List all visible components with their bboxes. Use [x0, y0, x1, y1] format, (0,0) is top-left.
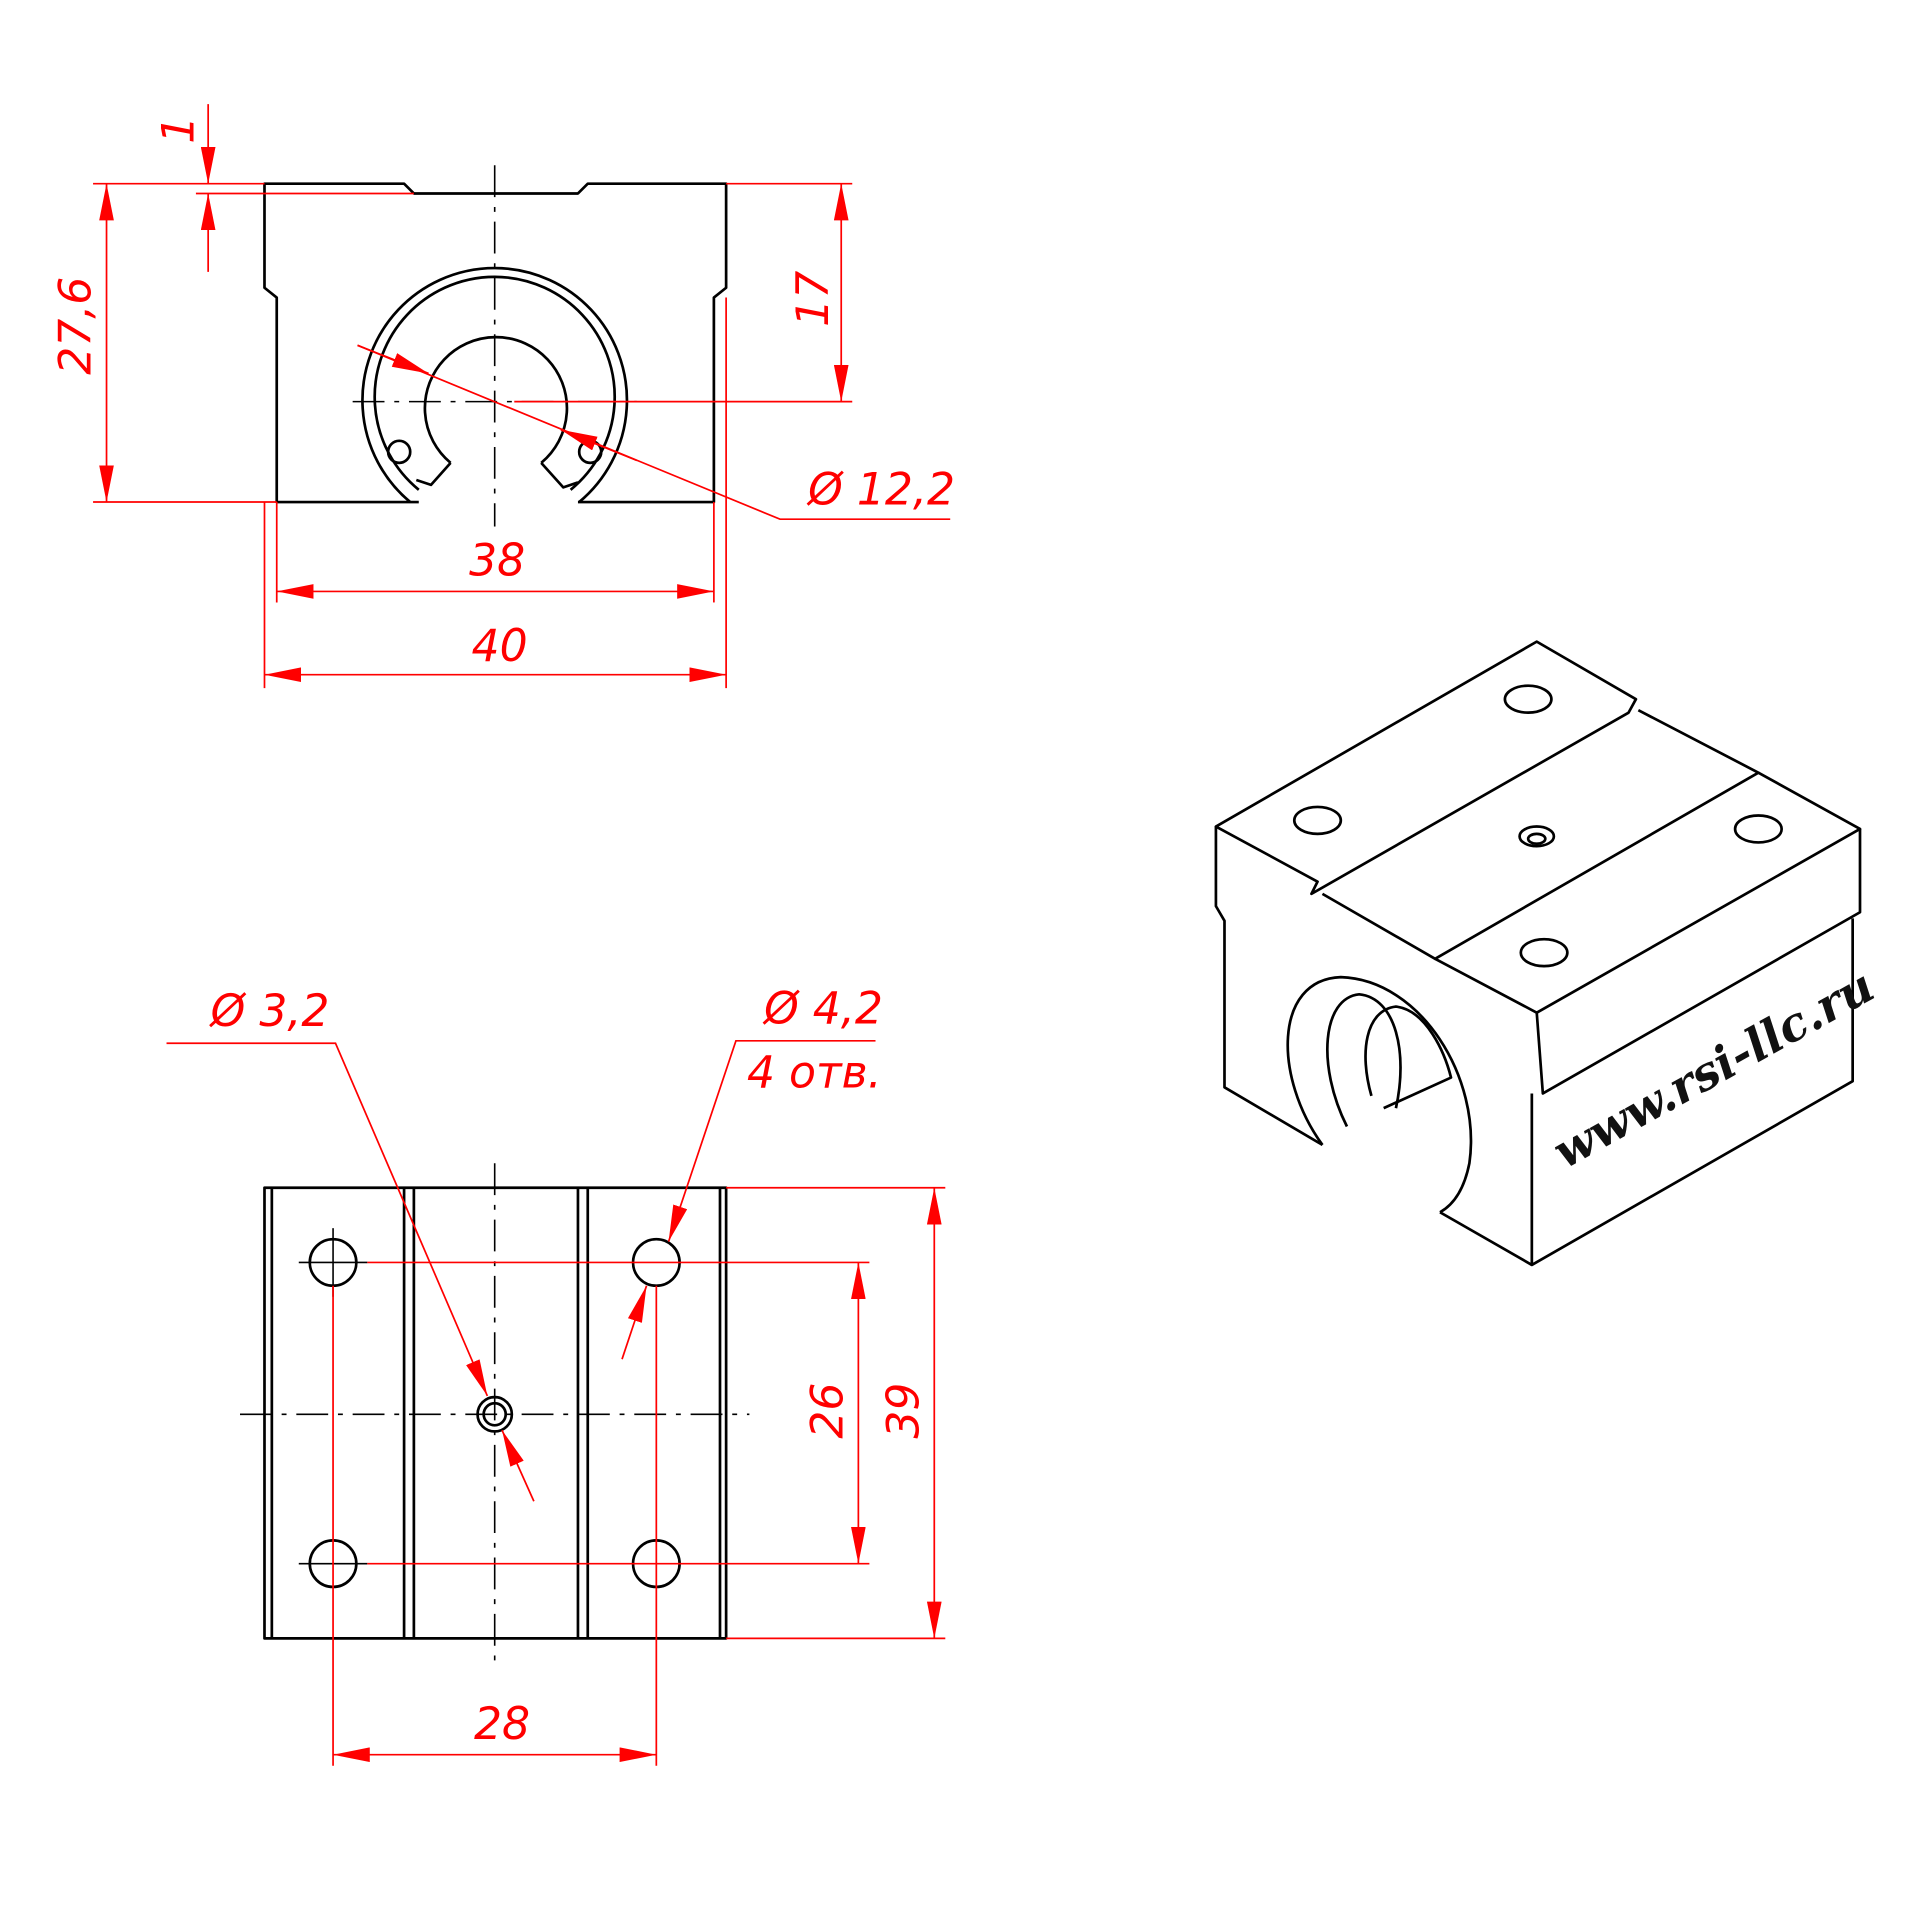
dim-center-height-label: 17 — [788, 271, 839, 327]
bushing-mid-ring — [373, 275, 617, 491]
isometric-view: www.rsi-llc.ru — [1214, 640, 1883, 1267]
bushing-slot — [415, 461, 579, 489]
top-view: Ø 3,2 Ø 4,2 4 отв. 26 39 28 — [166, 984, 946, 1766]
front-view-outline — [263, 182, 728, 504]
dim-bore-label: Ø 12,2 — [806, 464, 955, 515]
dim-hole-spacing-x-label: 28 — [474, 1699, 530, 1750]
dim-hole-spacing-y-label: 26 — [802, 1383, 853, 1439]
front-view: 1 27,6 17 Ø 12,2 38 40 — [51, 104, 955, 689]
bushing-bore — [423, 335, 569, 464]
dim-height-label: 27,6 — [51, 277, 102, 375]
dim-length-label: 39 — [878, 1383, 929, 1439]
dimensions-top — [166, 1039, 946, 1766]
dim-center-hole-label: Ø 3,2 — [209, 986, 330, 1037]
dim-inner-width-label: 38 — [469, 536, 525, 587]
dim-width-label: 40 — [472, 621, 528, 672]
retainer-screw-left — [386, 439, 412, 465]
logo-text: www.rsi-llc.ru — [1544, 958, 1883, 1179]
dim-top-offset-label: 1 — [153, 116, 204, 144]
dimensions-front — [93, 104, 951, 689]
dim-mount-holes-label: Ø 4,2 — [762, 984, 883, 1035]
dim-mount-holes-count-label: 4 отв. — [747, 1047, 882, 1098]
